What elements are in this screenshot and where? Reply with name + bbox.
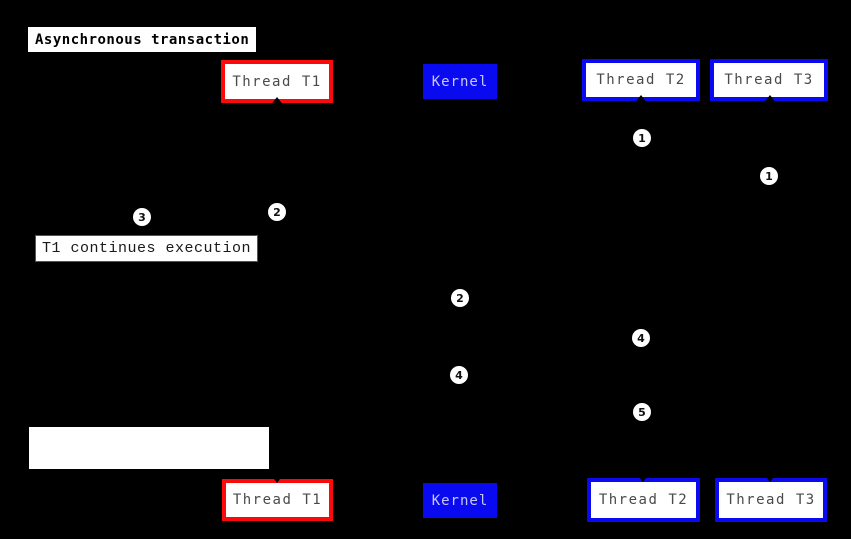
participant-label: Kernel: [431, 73, 489, 90]
arrowhead-down-thread-t2-icon: [636, 473, 650, 482]
participant-label: Kernel: [431, 492, 489, 509]
sequence-badge: 2: [268, 203, 286, 221]
participant-label: Thread T1: [232, 492, 323, 508]
participant-thread-t3-bottom: Thread T3: [715, 478, 827, 522]
sequence-badge: 4: [632, 329, 650, 347]
participant-label: Thread T3: [726, 492, 816, 508]
participant-thread-t1-bottom: Thread T1: [222, 479, 333, 521]
participant-kernel-bottom: Kernel: [423, 483, 497, 518]
participant-label: Thread T3: [724, 72, 814, 88]
participant-label: Thread T2: [598, 492, 689, 508]
participant-thread-t2-bottom: Thread T2: [587, 478, 700, 522]
arrowhead-down-thread-t1-icon: [270, 474, 284, 483]
participant-label: Thread T2: [596, 72, 686, 88]
arrowhead-up-thread-t2-icon: [634, 95, 648, 104]
sequence-badge: 3: [133, 208, 151, 226]
arrowhead-up-thread-t3-icon: [763, 95, 777, 104]
sequence-badge: 1: [633, 129, 651, 147]
note-t1-continues: T1 continues execution: [35, 235, 258, 262]
diagram-title: Asynchronous transaction: [28, 27, 256, 52]
sequence-badge: 2: [451, 289, 469, 307]
participant-kernel-top: Kernel: [423, 64, 497, 99]
sequence-badge: 5: [633, 403, 651, 421]
sequence-badge: 4: [450, 366, 468, 384]
sequence-badge: 1: [760, 167, 778, 185]
note-blank: [29, 427, 269, 469]
participant-thread-t3-top: Thread T3: [710, 59, 828, 101]
arrowhead-up-thread-t1-icon: [270, 97, 284, 106]
arrowhead-down-thread-t3-icon: [763, 473, 777, 482]
participant-thread-t1-top: Thread T1: [221, 60, 333, 103]
participant-label: Thread T1: [232, 73, 322, 90]
